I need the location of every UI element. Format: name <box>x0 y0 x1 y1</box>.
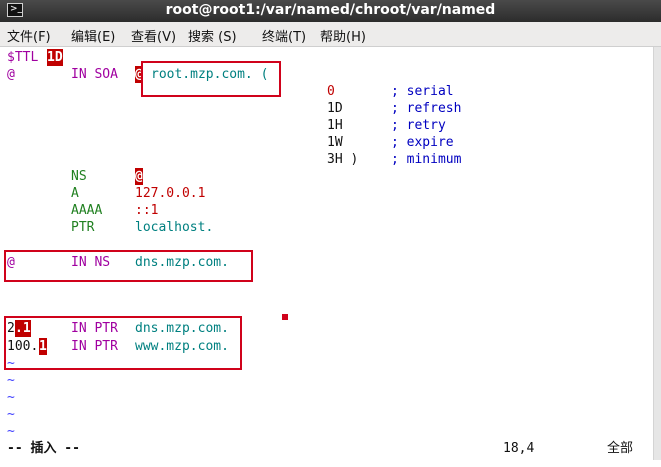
terminal-screen[interactable] <box>0 47 653 460</box>
annotation-box-soa <box>141 61 281 97</box>
ptr-record-www: 100. 1 IN PTR www.mzp.com. <box>7 338 229 355</box>
ttl-directive: $TTL <box>7 50 47 65</box>
soa-retry-line: 1H ; retry <box>327 118 446 133</box>
scroll-scope: 全部 <box>607 441 634 456</box>
editor-line-ttl: $TTL 1D <box>7 49 63 66</box>
menu-edit[interactable]: 编辑(E) <box>71 30 116 45</box>
menu-file[interactable]: 文件(F) <box>7 30 51 45</box>
record-ptr: PTR localhost. <box>71 220 214 235</box>
menu-search[interactable]: 搜索 (S) <box>188 30 237 45</box>
empty-line-marker: ~ <box>7 424 15 439</box>
ptr-record-dns: 2 .1 IN PTR dns.mzp.com. <box>7 320 229 337</box>
soa-origin: @ <box>7 67 15 82</box>
soa-at: @ <box>135 66 143 83</box>
menu-help[interactable]: 帮助(H) <box>320 30 366 45</box>
scrollbar[interactable] <box>653 47 661 460</box>
window-title: root@root1:/var/named/chroot/var/named <box>165 2 496 18</box>
record-a: A 127.0.0.1 <box>71 186 206 201</box>
soa-class: IN SOA <box>71 67 118 82</box>
soa-expire-line: 1W ; expire <box>327 135 454 150</box>
record-aaaa: AAAA ::1 <box>71 203 159 218</box>
soa-rname: root.mzp.com. ( <box>151 67 269 82</box>
editor-line-soa: @ IN SOA @ root.mzp.com. ( <box>7 66 268 83</box>
menu-view[interactable]: 查看(V) <box>131 30 177 45</box>
soa-refresh-line: 1D ; refresh <box>327 101 462 116</box>
soa-minimum-line: 3H ) ; minimum <box>327 152 462 167</box>
record-ns: NS @ <box>71 168 143 185</box>
annotation-box-ptr <box>4 316 242 370</box>
menu-bar: 文件(F) 编辑(E) 查看(V) 搜索 (S) 终端(T) 帮助(H) <box>0 22 661 47</box>
empty-line-marker: ~ <box>7 390 15 405</box>
empty-line-marker: ~ <box>7 373 15 388</box>
menu-terminal[interactable]: 终端(T) <box>262 30 307 45</box>
empty-line-marker: ~ <box>7 356 15 371</box>
annotation-dot <box>282 314 288 320</box>
title-bar: >_ root@root1:/var/named/chroot/var/name… <box>0 0 661 22</box>
cursor-position: 18,4 <box>503 441 535 456</box>
empty-line-marker: ~ <box>7 407 15 422</box>
annotation-box-ns <box>4 250 253 282</box>
terminal-icon: >_ <box>7 3 23 17</box>
vim-mode-indicator: -- 插入 -- <box>7 441 80 456</box>
ttl-value: 1D <box>47 49 63 66</box>
soa-serial-line: 0 ; serial <box>327 84 454 99</box>
ns-record-line: @ IN NS dns.mzp.com. <box>7 255 229 270</box>
